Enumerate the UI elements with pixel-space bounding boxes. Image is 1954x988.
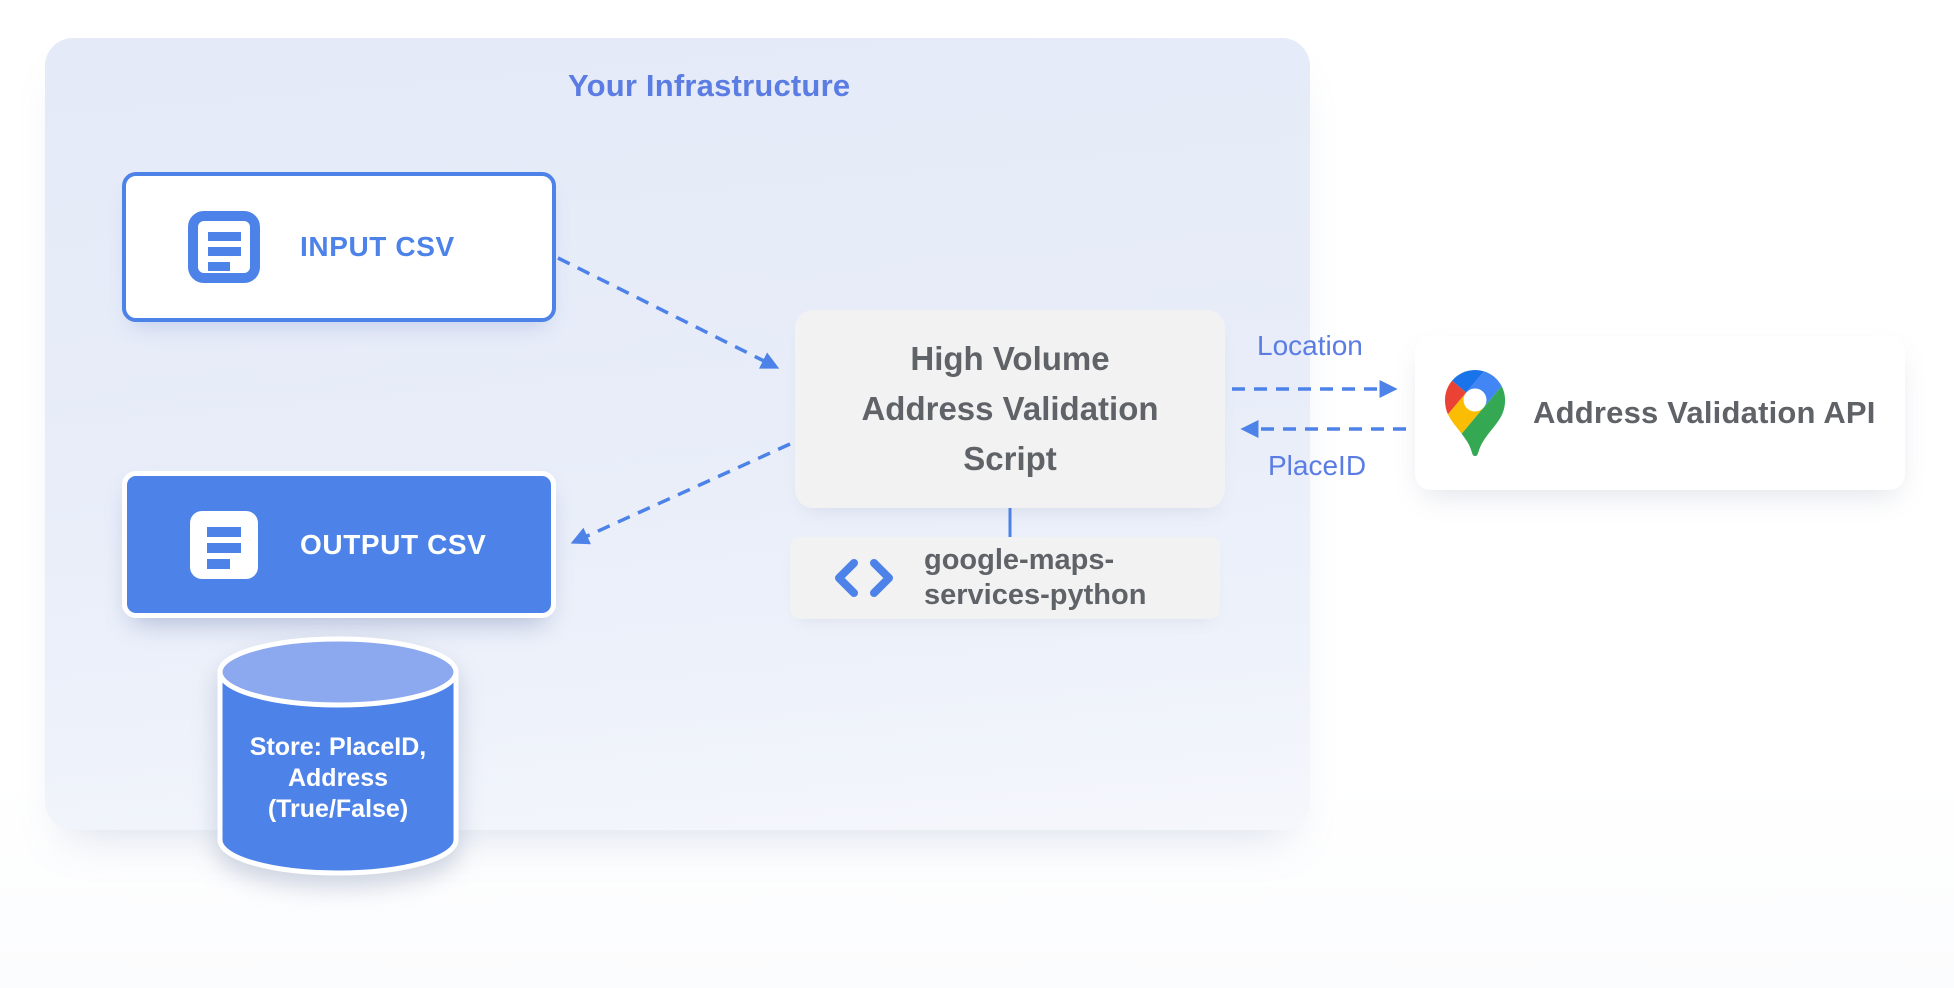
document-icon: [188, 211, 260, 283]
google-maps-pin-icon: [1445, 370, 1505, 456]
output-csv-node: OUTPUT CSV: [122, 471, 556, 618]
script-node: High Volume Address Validation Script: [795, 310, 1225, 508]
datastore-label: Store: PlaceID, Address (True/False): [249, 733, 427, 823]
input-csv-label: INPUT CSV: [300, 231, 455, 262]
datastore-node: Store: PlaceID, Address (True/False): [214, 632, 462, 886]
infrastructure-zone-title: Your Infrastructure: [568, 68, 851, 103]
library-node: google-maps- services-python: [790, 537, 1220, 619]
output-csv-label: OUTPUT CSV: [300, 528, 487, 560]
api-label: Address Validation API: [1533, 395, 1876, 430]
code-icon: [835, 559, 893, 597]
placeid-edge-label: PlaceID: [1268, 450, 1367, 481]
document-icon: [190, 510, 258, 579]
database-cylinder-icon: [217, 636, 459, 876]
script-label: High Volume Address Validation Script: [861, 340, 1159, 477]
library-label: google-maps- services-python: [924, 544, 1147, 611]
api-node: Address Validation API: [1415, 336, 1905, 490]
input-csv-node: INPUT CSV: [122, 172, 556, 322]
location-edge-label: Location: [1257, 330, 1363, 361]
